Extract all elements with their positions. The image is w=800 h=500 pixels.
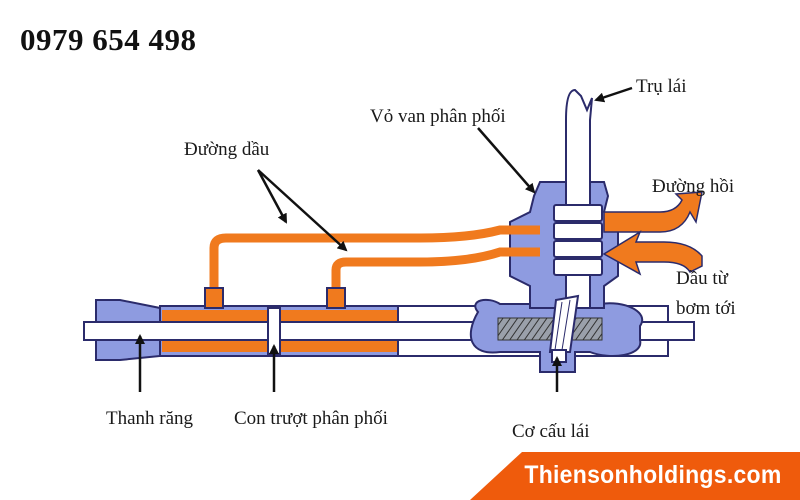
label-vo-van-phan-phoi: Vỏ van phân phối xyxy=(370,106,506,127)
label-thanh-rang: Thanh răng xyxy=(106,408,194,429)
oil-line-1 xyxy=(209,225,540,306)
phone-number: 0979 654 498 xyxy=(20,22,197,57)
valve-spool-rings xyxy=(553,204,603,276)
oil-fitting-1 xyxy=(204,287,224,309)
oil-line-2 xyxy=(331,247,540,306)
label-tru-lai: Trụ lái xyxy=(636,76,687,97)
website-banner: Thiensonholdings.com xyxy=(470,452,800,500)
supply-flow-arrow xyxy=(602,230,703,276)
label-con-truot: Con trượt phân phối xyxy=(234,408,388,429)
website-url: Thiensonholdings.com xyxy=(524,461,782,489)
label-bom-toi: bơm tới xyxy=(676,298,736,319)
pinion-tip xyxy=(551,349,567,363)
oil-fitting-2 xyxy=(326,287,346,309)
return-flow-arrow xyxy=(603,191,703,233)
label-duong-hoi: Đường hồi xyxy=(652,176,734,197)
rack-teeth xyxy=(497,317,603,341)
label-duong-dau: Đường dầu xyxy=(184,139,270,160)
pointer-lines xyxy=(135,86,633,392)
label-dau-tu: Dầu từ xyxy=(676,268,729,289)
label-co-cau-lai: Cơ cấu lái xyxy=(512,421,590,442)
